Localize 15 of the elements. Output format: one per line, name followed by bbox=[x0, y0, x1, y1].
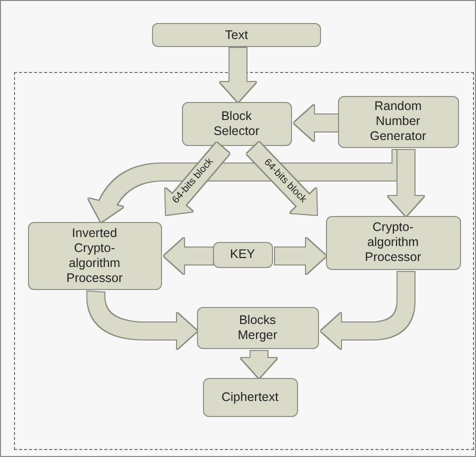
dashed-frame bbox=[14, 72, 474, 450]
process-box: KEY bbox=[212, 242, 272, 268]
process-box: Block Selector bbox=[182, 102, 292, 146]
process-box: Text bbox=[152, 23, 321, 47]
process-box: Random Number Generator bbox=[338, 96, 458, 148]
process-box: Crypto-algorithm Processor bbox=[326, 216, 460, 270]
process-box: Inverted Crypto-algorithm Processor bbox=[28, 222, 162, 290]
process-box: Ciphertext bbox=[202, 378, 298, 416]
process-box: Blocks Merger bbox=[196, 306, 318, 348]
block-arrow bbox=[294, 105, 338, 141]
block-arrow bbox=[275, 238, 326, 274]
block-arrow bbox=[388, 150, 424, 216]
block-arrow bbox=[220, 48, 256, 102]
block-arrow bbox=[164, 238, 213, 274]
block-arrow bbox=[241, 351, 277, 378]
